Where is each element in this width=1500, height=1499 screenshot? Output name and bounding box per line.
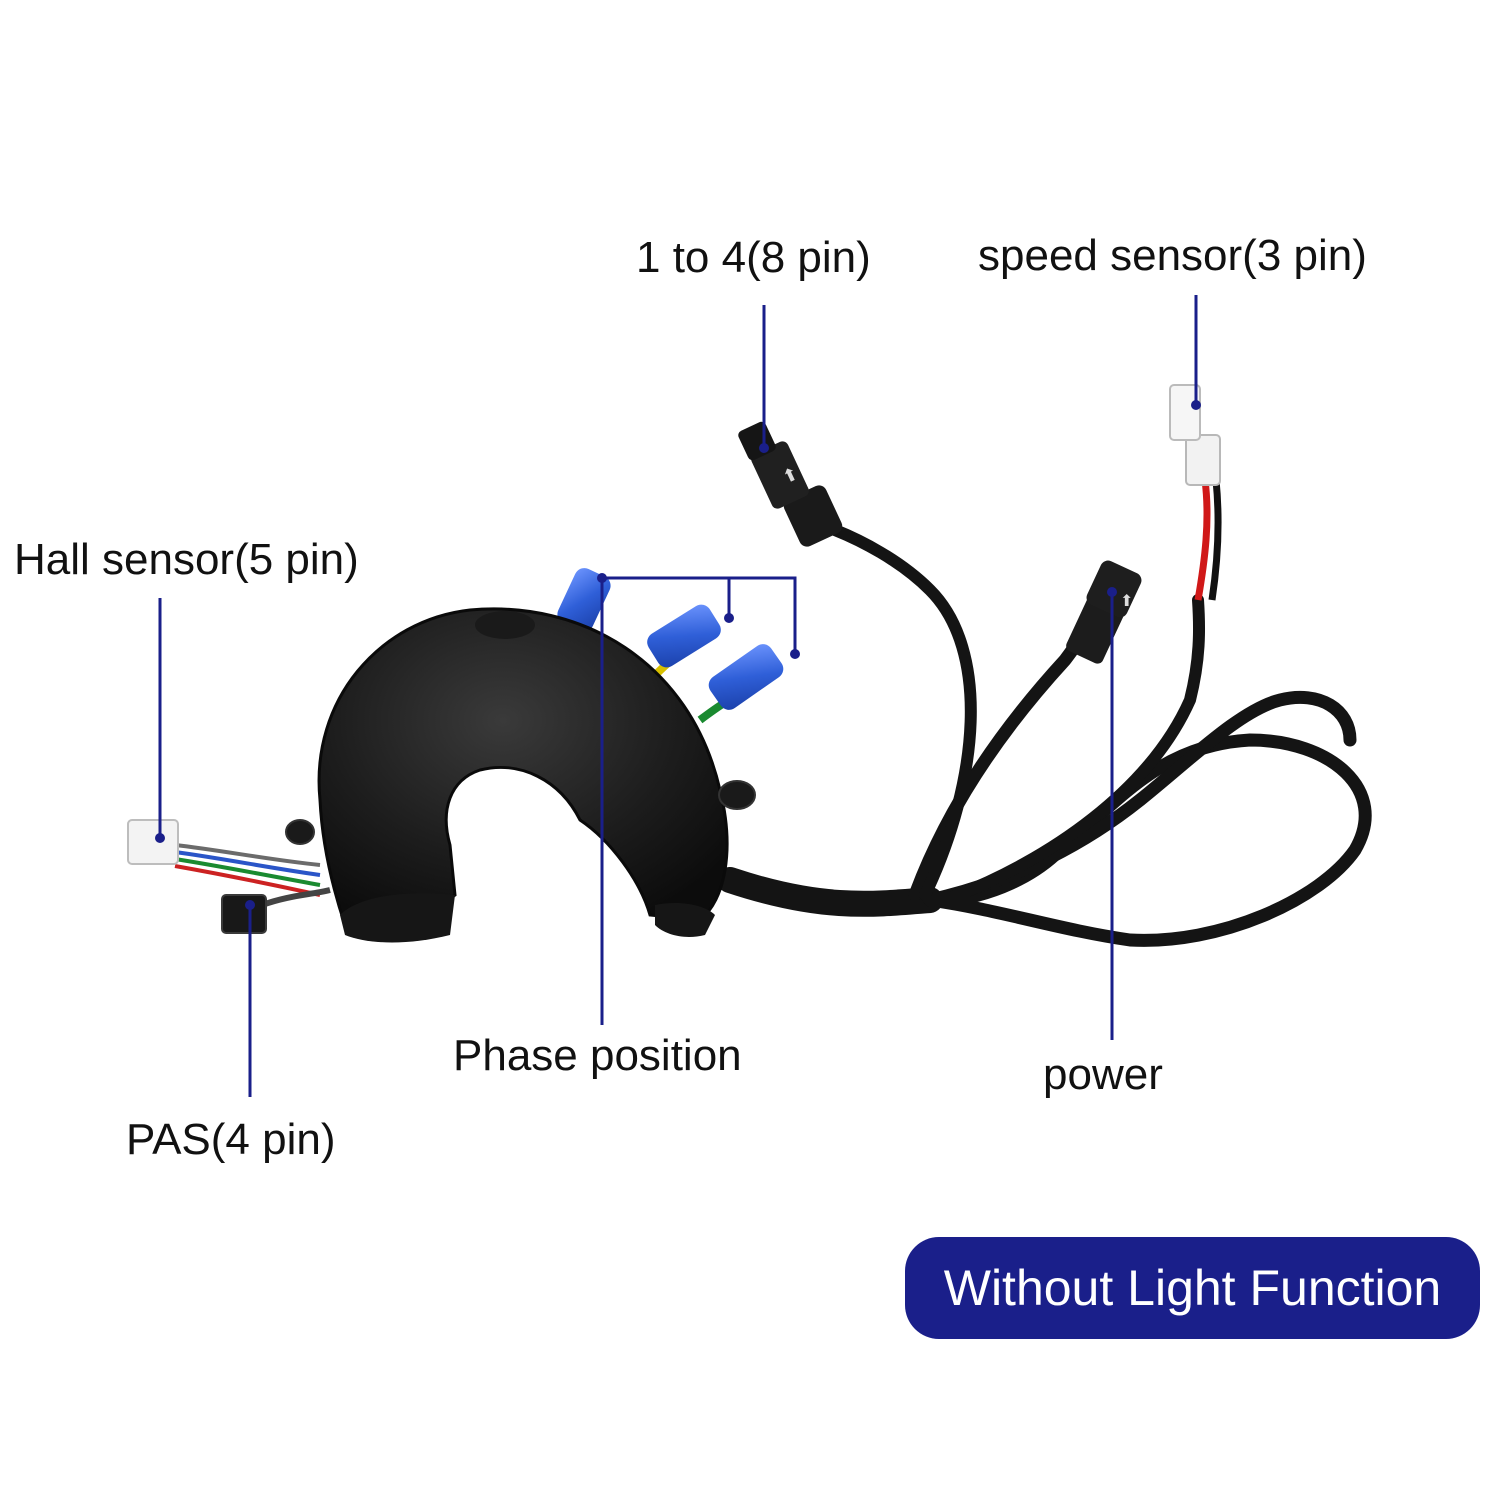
power-connector: ⬆ <box>1066 560 1142 664</box>
cable-bundle <box>717 524 1372 947</box>
speed-sensor-connector <box>1169 384 1222 601</box>
leader-phase-a <box>600 576 797 1025</box>
controller-body <box>285 607 756 943</box>
hall-sensor-connector <box>127 819 321 897</box>
label-pas: PAS(4 pin) <box>126 1115 336 1164</box>
leader-lines <box>158 295 1198 1097</box>
label-phase-position: Phase position <box>453 1031 742 1080</box>
label-hall-sensor: Hall sensor(5 pin) <box>14 535 359 584</box>
light-function-badge: Without Light Function <box>905 1237 1480 1339</box>
pas-connector <box>221 887 331 934</box>
label-power: power <box>1043 1050 1163 1099</box>
label-speed-sensor: speed sensor(3 pin) <box>978 231 1367 280</box>
leader-dots <box>597 443 1117 659</box>
one-to-four-connector: ⬆ <box>738 421 843 547</box>
svg-text:⬆: ⬆ <box>1120 591 1133 610</box>
label-one-to-four: 1 to 4(8 pin) <box>636 233 871 282</box>
badge-text: Without Light Function <box>943 1260 1442 1316</box>
